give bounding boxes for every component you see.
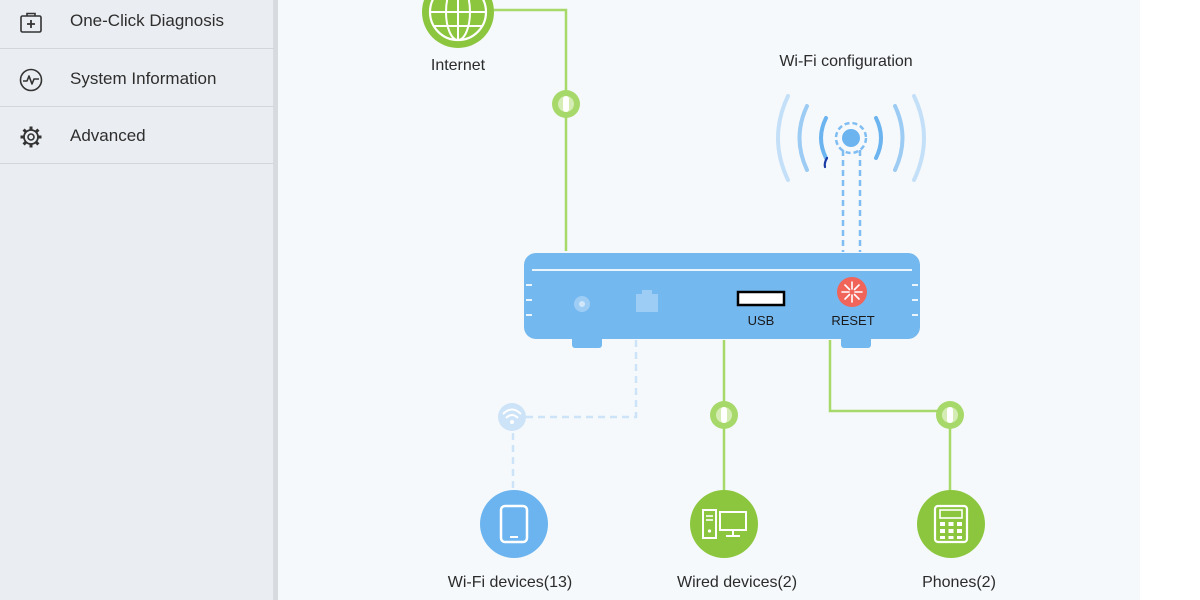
usb-port-icon[interactable]	[736, 290, 786, 307]
medical-kit-icon	[20, 12, 42, 33]
link-connector	[936, 401, 964, 429]
usb-label: USB	[748, 313, 775, 328]
sidebar-item-label: Advanced	[70, 126, 146, 145]
ethernet-port-icon	[636, 290, 658, 312]
wired-devices-computer-icon[interactable]	[690, 490, 758, 558]
internet-label: Internet	[430, 57, 486, 74]
sidebar-item-one-click-diagnosis[interactable]: One-Click Diagnosis	[0, 0, 274, 49]
router-device	[524, 253, 920, 348]
wifi-devices-tablet-icon[interactable]	[480, 490, 548, 558]
gear-icon	[20, 126, 42, 148]
phones-label[interactable]: Phones(2)	[922, 574, 996, 591]
internet-link	[494, 8, 568, 251]
sidebar: One-Click Diagnosis System Information A…	[0, 0, 274, 600]
power-port-icon	[574, 296, 590, 312]
sidebar-divider	[274, 0, 278, 600]
sidebar-item-advanced[interactable]: Advanced	[0, 107, 274, 164]
topology-diagram: USB RESET	[422, 0, 985, 558]
reset-button-icon[interactable]	[837, 277, 867, 307]
link-connector	[710, 401, 738, 429]
sidebar-item-label: System Information	[70, 69, 217, 88]
wifi-configuration-label[interactable]: Wi-Fi configuration	[779, 53, 913, 70]
wired-devices-label[interactable]: Wired devices(2)	[676, 574, 798, 591]
network-topology-panel: USB RESET	[278, 0, 1140, 600]
sidebar-item-system-information[interactable]: System Information	[0, 50, 274, 107]
pulse-icon	[19, 68, 43, 92]
wifi-devices-label[interactable]: Wi-Fi devices(13)	[447, 574, 573, 591]
wifi-devices-link	[511, 340, 638, 490]
sidebar-item-label: One-Click Diagnosis	[70, 11, 224, 30]
phones-telephone-icon[interactable]	[917, 490, 985, 558]
internet-globe-icon[interactable]	[422, 0, 494, 48]
link-connector	[552, 90, 580, 118]
phones-link	[828, 340, 952, 495]
wifi-link-icon	[498, 403, 526, 431]
reset-label: RESET	[831, 313, 874, 328]
wifi-antenna-icon[interactable]	[776, 94, 926, 252]
